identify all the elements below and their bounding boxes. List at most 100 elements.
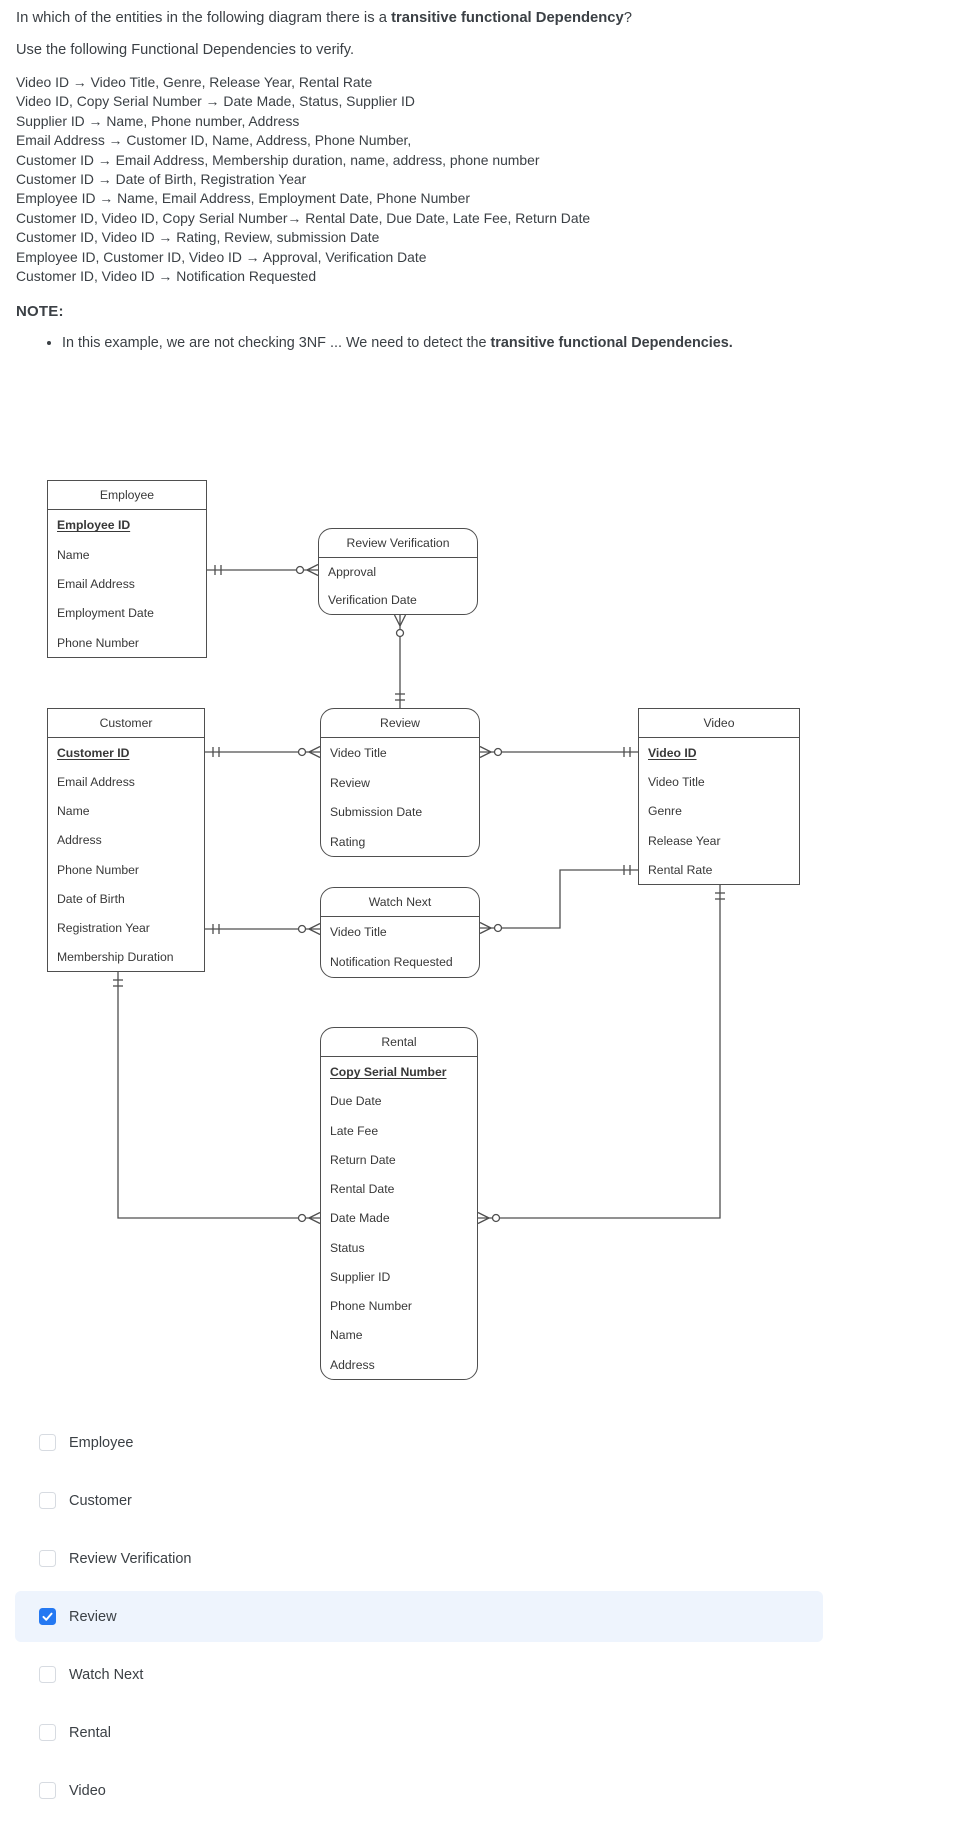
- entity-title: Customer: [48, 709, 204, 739]
- entity-field-registration-year: Registration Year: [57, 920, 150, 935]
- entity-field-date-made: Date Made: [330, 1211, 390, 1226]
- entity-field-membership-duration: Membership Duration: [57, 949, 174, 964]
- option-row-watch-next[interactable]: Watch Next: [15, 1649, 823, 1700]
- fd-line: Employee ID → Name, Email Address, Emplo…: [16, 190, 470, 207]
- checkbox-checked-icon[interactable]: [39, 1608, 56, 1626]
- entity-field-employee-id: Employee ID: [57, 518, 131, 533]
- note-item: In this example, we are not checking 3NF…: [62, 333, 948, 353]
- entity-field-supplier-id: Supplier ID: [330, 1269, 391, 1284]
- entity-title: Watch Next: [321, 888, 479, 918]
- option-label: Watch Next: [69, 1666, 144, 1683]
- entity-title: Review Verification: [319, 529, 477, 559]
- entity-field-phone-number: Phone Number: [57, 635, 139, 650]
- fd-line: Video ID → Video Title, Genre, Release Y…: [16, 74, 373, 90]
- option-label: Review Verification: [69, 1550, 192, 1567]
- entity-field-late-fee: Late Fee: [330, 1123, 379, 1138]
- entity-field-date-of-birth: Date of Birth: [57, 891, 125, 906]
- er-connectors: [113, 564, 725, 1225]
- check-icon: [42, 1613, 53, 1622]
- entity-field-notification-requested: Notification Requested: [330, 955, 453, 970]
- option-label: Video: [69, 1782, 106, 1799]
- question-bold: transitive functional Dependency: [391, 10, 624, 26]
- checkbox-icon[interactable]: [39, 1782, 56, 1800]
- entity-field-name: Name: [57, 547, 90, 562]
- checkbox-icon[interactable]: [39, 1492, 56, 1510]
- option-row-review[interactable]: Review: [15, 1591, 823, 1643]
- fd-line: Customer ID → Email Address, Membership …: [16, 151, 540, 168]
- checkbox-icon[interactable]: [39, 1724, 56, 1742]
- entity-title: Review: [321, 709, 479, 739]
- checkbox-icon[interactable]: [39, 1550, 56, 1568]
- option-label: Rental: [69, 1724, 111, 1741]
- entity-title: Employee: [48, 481, 206, 511]
- instruction-text: Use the following Functional Dependencie…: [16, 42, 355, 58]
- functional-dependency-list: Video ID → Video Title, Genre, Release Y…: [16, 73, 948, 286]
- entity-field-rental-rate: Rental Rate: [648, 862, 713, 877]
- option-label: Review: [69, 1608, 117, 1625]
- entity-field-phone-number: Phone Number: [330, 1299, 412, 1314]
- entity-field-rating: Rating: [330, 834, 366, 849]
- entity-field-genre: Genre: [648, 804, 682, 819]
- option-label: Customer: [69, 1492, 132, 1509]
- fd-line: Email Address → Customer ID, Name, Addre…: [16, 132, 412, 149]
- entity-field-email-address: Email Address: [57, 576, 135, 591]
- note-label: NOTE:: [16, 303, 64, 321]
- note-prefix: In this example, we are not checking 3NF…: [62, 335, 491, 352]
- checkbox-icon[interactable]: [39, 1666, 56, 1684]
- entity-title: Video: [639, 709, 799, 739]
- option-row-video[interactable]: Video: [15, 1765, 823, 1816]
- connector-rental-video: [478, 885, 721, 1220]
- question-text: In which of the entities in the followin…: [16, 8, 948, 28]
- entity-field-email-address: Email Address: [57, 775, 135, 790]
- fd-line: Video ID, Copy Serial Number → Date Made…: [16, 93, 415, 110]
- question-prefix: In which of the entities in the followin…: [16, 10, 392, 26]
- entity-field-approval: Approval: [328, 565, 377, 580]
- entity-field-release-year: Release Year: [648, 833, 721, 848]
- entity-field-customer-id: Customer ID: [57, 746, 130, 761]
- entity-field-phone-number: Phone Number: [57, 862, 139, 877]
- option-label: Employee: [69, 1434, 134, 1451]
- note-bold: transitive functional Dependencies.: [490, 335, 733, 352]
- entity-title: Rental: [321, 1028, 477, 1058]
- entity-field-address: Address: [57, 833, 102, 848]
- entity-field-submission-date: Submission Date: [330, 805, 423, 820]
- option-row-review-verification[interactable]: Review Verification: [15, 1533, 823, 1584]
- option-row-employee[interactable]: Employee: [15, 1417, 823, 1468]
- option-row-rental[interactable]: Rental: [15, 1707, 823, 1758]
- question-suffix: ?: [623, 10, 632, 26]
- entity-field-review: Review: [330, 775, 370, 790]
- entity-field-video-title: Video Title: [330, 746, 387, 761]
- entity-field-copy-serial-number: Copy Serial Number: [330, 1065, 447, 1080]
- entity-field-name: Name: [330, 1328, 363, 1343]
- fd-line: Customer ID, Video ID, Copy Serial Numbe…: [16, 209, 591, 226]
- entity-field-employment-date: Employment Date: [57, 606, 154, 621]
- entity-field-name: Name: [57, 804, 90, 819]
- entity-field-status: Status: [330, 1240, 365, 1255]
- note-list: In this example, we are not checking 3NF…: [16, 333, 948, 353]
- entity-field-rental-date: Rental Date: [330, 1182, 395, 1197]
- checkbox-icon[interactable]: [39, 1434, 56, 1452]
- option-row-customer[interactable]: Customer: [15, 1475, 823, 1526]
- entity-field-due-date: Due Date: [330, 1094, 382, 1109]
- entity-field-video-title: Video Title: [330, 925, 387, 940]
- fd-line: Customer ID, Video ID → Rating, Review, …: [16, 229, 380, 246]
- fd-line: Customer ID, Video ID → Notification Req…: [16, 268, 317, 285]
- entity-field-address: Address: [330, 1357, 375, 1372]
- entity-field-video-title: Video Title: [648, 775, 705, 790]
- fd-line: Supplier ID → Name, Phone number, Addres…: [16, 112, 300, 129]
- connector-watch-next-video: [480, 869, 638, 930]
- fd-line: Employee ID, Customer ID, Video ID → App…: [16, 248, 427, 265]
- connector-customer-rental: [117, 972, 320, 1220]
- entity-field-return-date: Return Date: [330, 1152, 396, 1167]
- entity-field-video-id: Video ID: [648, 746, 697, 761]
